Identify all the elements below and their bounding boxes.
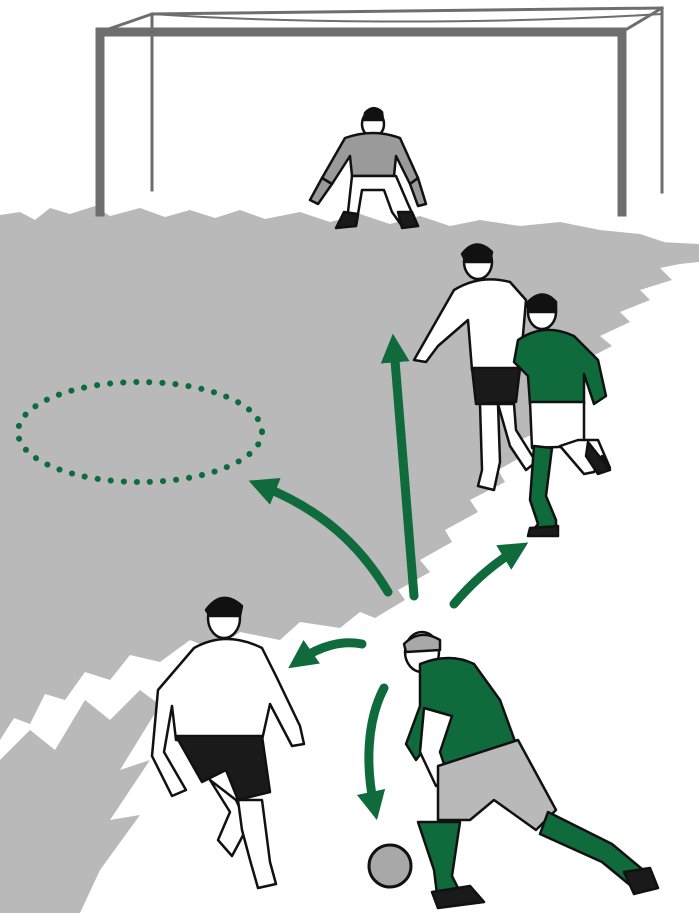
pitch-shadow-lower	[0, 690, 160, 913]
arrow-short-left	[300, 643, 362, 660]
ball	[369, 845, 411, 887]
arrow-right-diagonal	[454, 550, 516, 604]
attacker-green-ball-carrier	[404, 632, 658, 908]
arrow-down-to-ball	[369, 688, 384, 806]
goalkeeper-figure	[310, 108, 426, 228]
